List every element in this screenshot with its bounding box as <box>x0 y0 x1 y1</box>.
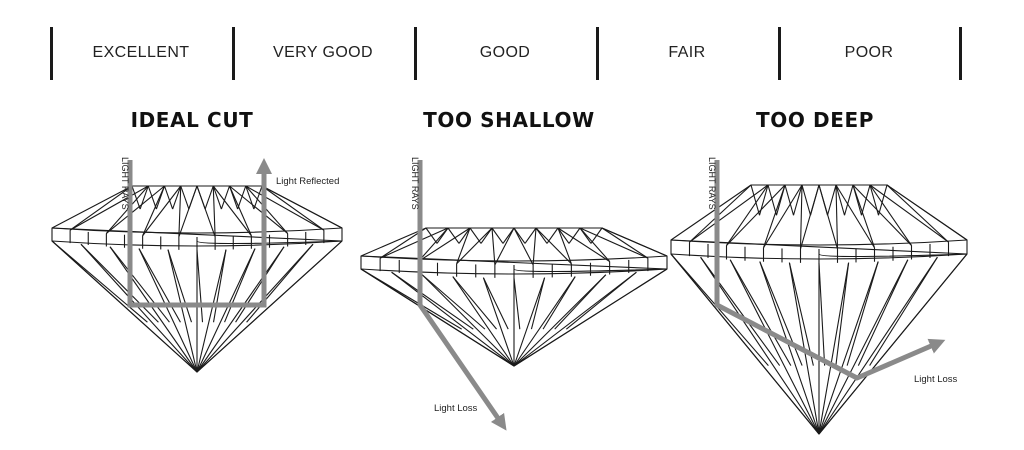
ideal-light-reflected-label: Light Reflected <box>276 176 339 187</box>
ideal-light-rays-label: LIGHT RAYS <box>120 157 130 210</box>
title-ideal-cut: IDEAL CUT <box>130 108 254 132</box>
grade-divider <box>414 27 417 80</box>
grade-divider <box>959 27 962 80</box>
title-too-shallow: TOO SHALLOW <box>423 108 595 132</box>
shallow-light-path <box>417 160 507 431</box>
deep-light-rays-label: LIGHT RAYS <box>707 157 717 210</box>
grade-divider <box>232 27 235 80</box>
grade-divider <box>596 27 599 80</box>
shallow-light-rays-label: LIGHT RAYS <box>410 157 420 210</box>
ideal-cut-diamond <box>51 185 343 373</box>
grade-scale: EXCELLENT VERY GOOD GOOD FAIR POOR <box>0 0 1024 90</box>
grade-divider <box>778 27 781 80</box>
grade-excellent: EXCELLENT <box>92 44 190 61</box>
deep-light-path <box>714 160 946 381</box>
grade-fair: FAIR <box>668 44 706 61</box>
grade-good: GOOD <box>479 44 531 61</box>
title-too-deep: TOO DEEP <box>756 108 874 132</box>
too-shallow-diamond <box>360 227 668 367</box>
grade-poor: POOR <box>844 44 894 61</box>
ideal-light-path <box>127 157 273 308</box>
shallow-light-loss-label: Light Loss <box>434 403 478 414</box>
grade-divider <box>50 27 53 80</box>
deep-light-loss-label: Light Loss <box>914 374 958 385</box>
too-deep-diamond <box>670 184 968 435</box>
grade-very-good: VERY GOOD <box>273 44 373 61</box>
